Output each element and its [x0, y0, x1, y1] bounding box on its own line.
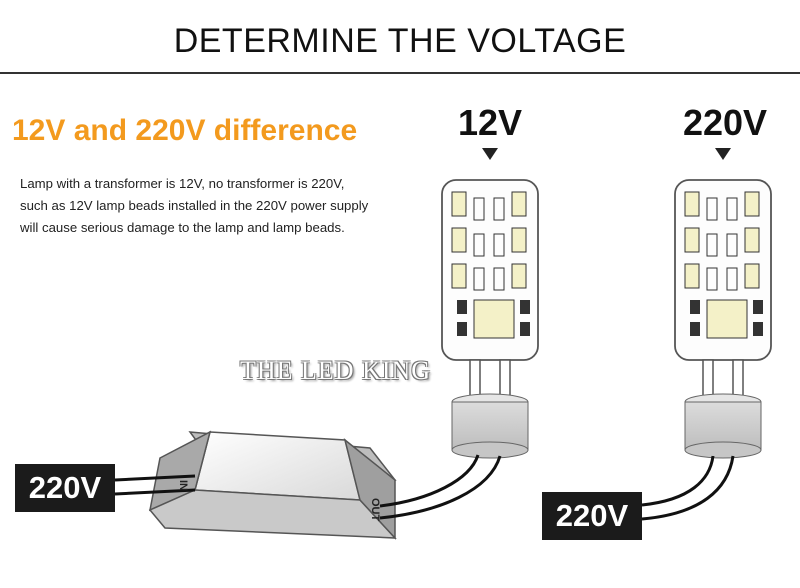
transformer-in-label: IN [177, 480, 189, 491]
lamp-220v [674, 179, 772, 459]
supply-220v-right-badge: 220V [542, 492, 642, 540]
down-triangle-icon [715, 148, 731, 160]
lamp-12v-label: 12V [457, 102, 523, 143]
transformer-out-label: OUT [369, 498, 381, 522]
page-title: DETERMINE THE VOLTAGE [173, 22, 627, 60]
watermark-text: THE LED KING [240, 356, 432, 385]
wires [114, 454, 735, 521]
supply-220v-left-badge: 220V [15, 464, 115, 512]
title-divider [0, 72, 800, 74]
down-triangle-icon [482, 148, 498, 160]
lamp-220v-label: 220V [682, 102, 768, 143]
section-description: Lamp with a transformer is 12V, no trans… [20, 176, 369, 235]
lamp-12v [441, 179, 539, 459]
section-subtitle: 12V and 220V difference [12, 114, 358, 147]
